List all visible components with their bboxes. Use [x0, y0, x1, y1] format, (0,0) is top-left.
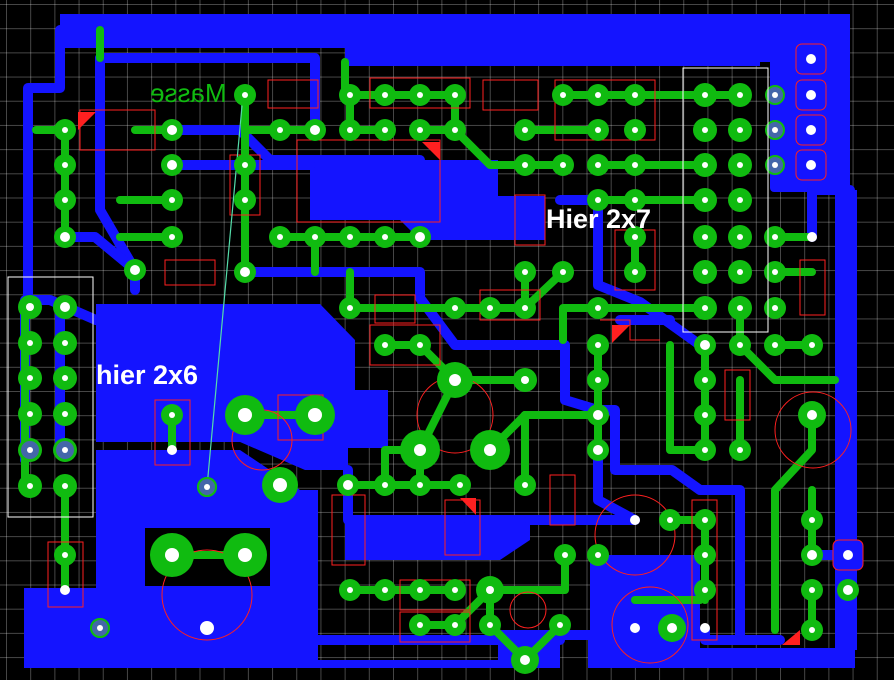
copper-pour-center	[310, 160, 545, 240]
copper-pour-top	[60, 14, 850, 66]
drill-holes	[26, 54, 853, 665]
silkscreen-layer	[47, 77, 852, 664]
thermal-pads	[19, 85, 785, 638]
copper-pour-right-strip	[835, 190, 857, 650]
header-2x7-pads	[693, 83, 752, 320]
connector-1x4-pads[interactable]	[795, 43, 864, 571]
silkscreen-markers	[78, 112, 800, 645]
copper-pour-lower-center	[345, 515, 530, 560]
header-2x6-outline	[7, 276, 94, 518]
label-hier-2x6: hier 2x6	[96, 360, 199, 390]
copper-pour-bottom-strip	[640, 648, 855, 668]
label-hier-2x7: Hier 2x7	[546, 204, 652, 234]
label-masse-mirrored: Masse	[150, 78, 227, 108]
header-2x7-outline	[682, 67, 769, 333]
